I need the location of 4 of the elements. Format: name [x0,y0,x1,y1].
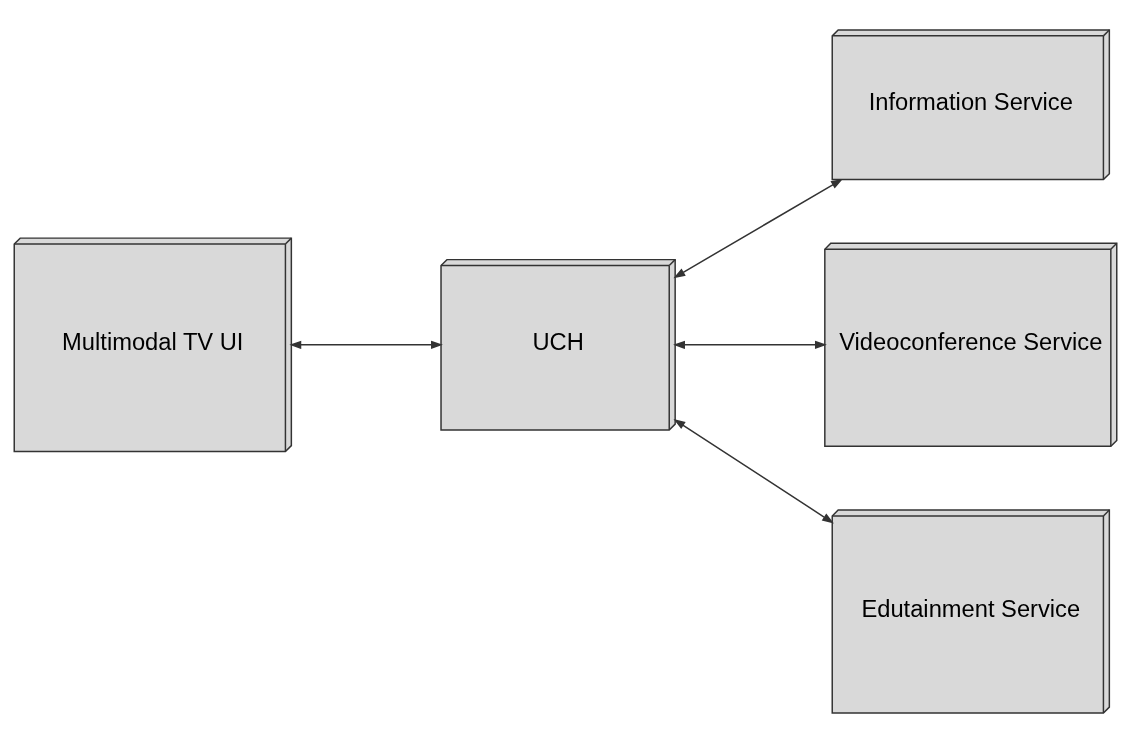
arrow [673,340,827,349]
arrow [673,418,834,523]
arrow [289,340,443,349]
arrow [673,178,843,278]
